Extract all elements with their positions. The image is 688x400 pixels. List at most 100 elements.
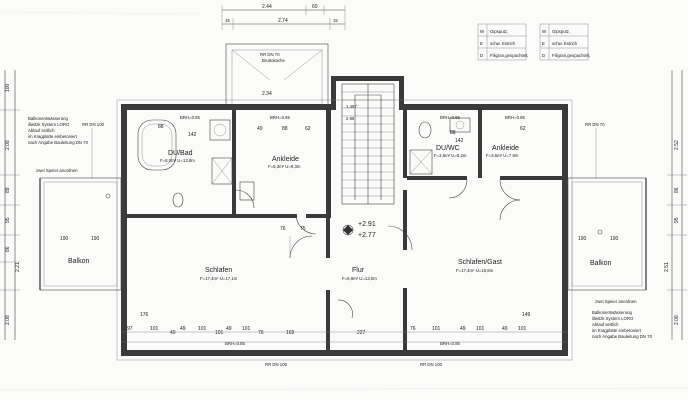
- brh-bottom-2: BRH=0.85: [440, 341, 461, 346]
- room-ankleide-right-name: Ankleide: [492, 145, 519, 152]
- top-dim-2: 60: [312, 4, 318, 10]
- balkon-left-dim: 190: [60, 236, 69, 242]
- room-duwc-area: F=3,5m² U=8,2m: [434, 153, 467, 158]
- note-right-5: nach Angabe Bauleitung DN 70: [592, 334, 653, 339]
- legend-key-5: E: [542, 41, 545, 46]
- room-labels: DU/Bad F=8,0m² U=13,8m Ankleide F=5,3m² …: [160, 145, 519, 281]
- balkon-right-label: Balkon: [590, 260, 612, 267]
- outer-walls: [121, 76, 568, 356]
- note-left-2: illwitzk System LORO: [28, 122, 70, 127]
- balkon-right-dim: 190: [578, 236, 587, 242]
- bottom-dim-10: 101: [476, 326, 485, 332]
- dim-88-m: 88: [282, 126, 288, 132]
- dim-142-l: 142: [188, 132, 197, 138]
- bottom-dimension-chain: 97 101 49 101 49 101 76 101 49 101 49 10…: [121, 326, 568, 346]
- note-left-1: Balkonentwässerung: [28, 116, 69, 121]
- roof-shaft: RR DN 70 Bruttoküche 2.34: [225, 43, 329, 107]
- room-gast-name: Schlafen/Gast: [458, 259, 502, 266]
- left-dimension-chain: 100 2.08 89 95 86 2.21 2.08: [0, 70, 21, 340]
- legend-text-5: schw. Estrich: [552, 41, 578, 46]
- interior-walls: [127, 110, 562, 350]
- balkon-left-dim-2: 190: [91, 236, 100, 242]
- dim-49-l: 49: [257, 126, 263, 132]
- room-flur-name: Flur: [352, 267, 365, 274]
- top-dimension-chain: 2.44 60 2.74 15 15: [221, 4, 346, 30]
- right-dim-4: 2.51: [664, 262, 670, 272]
- room-ankleide-left-area: F=5,3m² U=9,3m: [268, 164, 301, 169]
- room-gast-area: F=17,4m² U=16,8m: [456, 268, 494, 273]
- brh-1: BRH=0.85: [180, 115, 201, 120]
- staircase: 1.457 2.96: [341, 83, 395, 205]
- shaft-dim: 2.34: [262, 91, 272, 97]
- level-marker: +2.91 +2.77: [342, 221, 376, 239]
- room-schlafen-name: Schlafen: [205, 267, 232, 274]
- drainage-note-right: zwei Speier anordnen Balkonentwässerung …: [592, 299, 653, 339]
- balcony-right: Balkon 190 190: [567, 177, 647, 291]
- dim-76-2: 76: [258, 330, 264, 336]
- bottom-dim-6: 101: [242, 326, 251, 332]
- room-duwc-name: DU/WC: [436, 145, 460, 152]
- top-dim-5: 15: [333, 18, 338, 23]
- balcony-left: Balkon 190 190: [39, 177, 122, 291]
- brh-2: BRH=0.85: [270, 115, 291, 120]
- bottom-dim-12: 101: [518, 326, 527, 332]
- bottom-dim-2: 101: [150, 326, 159, 332]
- left-dim-3: 89: [5, 187, 11, 193]
- dim-49-b: 49: [170, 330, 176, 336]
- note-right-3: Ablauf seitlich: [592, 322, 619, 327]
- shower-tray-right: [409, 149, 433, 175]
- balkon-left-label: Balkon: [68, 258, 90, 265]
- brh-3: BRH=0.85: [440, 115, 461, 120]
- legend-text-2: schw. Estrich: [490, 41, 516, 46]
- right-dimension-chain: 2.52 86 95 2.51 2.08: [664, 70, 687, 340]
- bottom-dim-9: 49: [460, 326, 466, 332]
- top-dim-3: 2.74: [278, 18, 288, 24]
- bottom-dim-8: 101: [432, 326, 441, 332]
- bottom-dim-1: 97: [127, 326, 133, 332]
- left-dim-6: 2.21: [15, 262, 21, 272]
- bottom-dim-7: 76: [410, 326, 416, 332]
- bottom-dim-4: 101: [198, 326, 207, 332]
- right-dim-1: 2.52: [674, 140, 680, 150]
- shaft-label-1: RR DN 70: [260, 52, 280, 57]
- doors: [235, 179, 521, 319]
- right-dim-2: 86: [674, 187, 680, 193]
- stair-label-1: 1.457: [346, 104, 357, 109]
- dim-176: 176: [140, 312, 149, 318]
- toilet-left: [172, 192, 184, 208]
- dim-76-1: 76: [280, 226, 286, 232]
- legend-key-6: D: [542, 53, 545, 58]
- legend-text-1: Gipsputz,: [490, 29, 508, 34]
- shaft-label-2: Bruttoküche: [262, 58, 286, 63]
- door-gast: [387, 225, 413, 251]
- bottom-dim-3: 49: [180, 326, 186, 332]
- bathtub: [137, 119, 177, 171]
- left-dim-2: 2.08: [5, 140, 11, 150]
- note-left-4: im Kragplatte einbetoniert: [28, 134, 78, 139]
- note-left-5: nach Angabe Bauleitung DN 70: [28, 140, 89, 145]
- left-dim-1: 100: [5, 83, 11, 92]
- material-legend: W Gipsputz, E schw. Estrich D Filigran,g…: [477, 23, 590, 61]
- stair-label-2: 2.96: [346, 116, 355, 121]
- room-schlafen-area: F=17,4m² U=17,1m: [200, 276, 238, 281]
- note-left-3: Ablauf seitlich: [28, 128, 55, 133]
- room-bad-name: DU/Bad: [168, 150, 193, 157]
- left-dim-7: 2.08: [5, 315, 11, 325]
- level-2: +2.77: [358, 232, 376, 239]
- dim-227: 227: [357, 330, 366, 336]
- legend-key-4: W: [542, 29, 547, 34]
- dim-88-r: 88: [450, 130, 456, 136]
- bath-fixtures: [137, 119, 255, 208]
- note-right-1: Balkonentwässerung: [592, 310, 633, 315]
- shower-tray: [211, 157, 233, 185]
- right-dim-5: 2.08: [674, 315, 680, 325]
- drainage-note-left: Balkonentwässerung illwitzk System LORO …: [28, 116, 89, 173]
- rr-top-left: RR DN 100: [82, 122, 105, 127]
- door-schlafen: [289, 235, 313, 259]
- room-bad-area: F=8,0m² U=13,8m: [160, 158, 195, 163]
- speier-left: zwei Speier anordnen: [36, 168, 78, 173]
- inner-dimensions: BRH=0.85 BRH=0.85 BRH=0.85 BRH=0.85 88 1…: [140, 115, 531, 336]
- bottom-dim-5: 49: [226, 326, 232, 332]
- brh-bottom-1: BRH=0.85: [225, 341, 246, 346]
